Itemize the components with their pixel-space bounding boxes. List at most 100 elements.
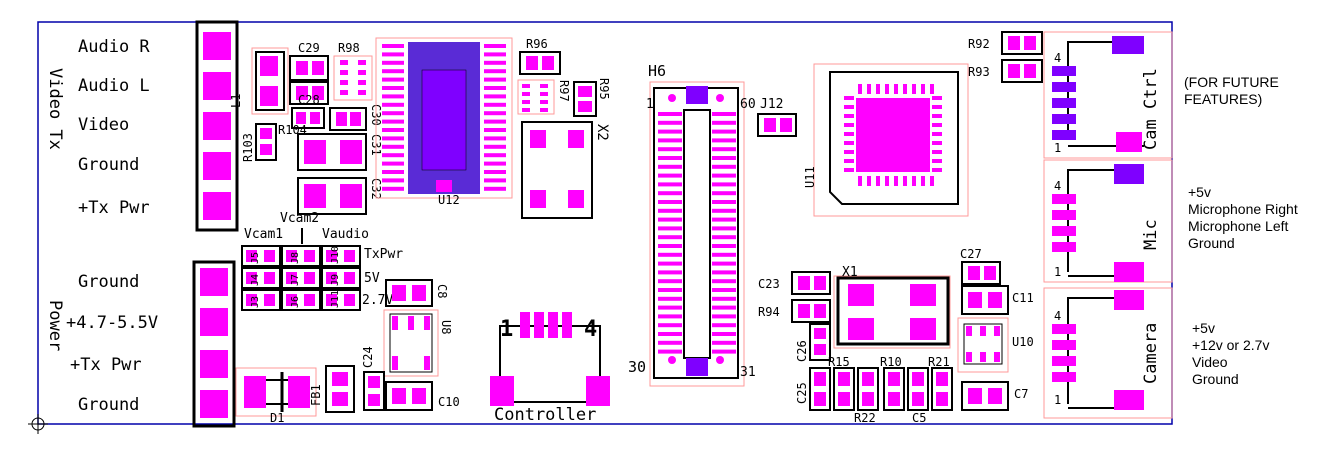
u11-pin xyxy=(932,123,942,127)
u11-chip xyxy=(813,63,969,217)
u12-pin xyxy=(382,69,404,74)
part-label-r10: R10 xyxy=(880,355,902,369)
u11-pin xyxy=(932,141,942,145)
h6-pin xyxy=(712,314,736,319)
u12-pin xyxy=(484,186,506,191)
d1-diode xyxy=(235,367,317,417)
u11-pin xyxy=(844,150,854,154)
part-label-fb1: FB1 xyxy=(309,384,323,406)
mic-connector xyxy=(1043,159,1173,283)
u11-pin xyxy=(867,176,871,186)
h6-pin xyxy=(658,191,682,196)
controller-pin-last: 4 xyxy=(584,317,597,342)
h6-pin xyxy=(658,112,682,116)
h6-pin xyxy=(658,235,682,240)
c28-capacitor xyxy=(289,81,329,105)
u11-pin xyxy=(885,176,889,186)
jumper-pad xyxy=(344,272,355,284)
c7-capacitor xyxy=(961,381,1009,411)
jumper-label: J5 xyxy=(250,252,261,264)
h6-pin xyxy=(712,235,736,240)
u12-pin xyxy=(382,60,404,65)
h6-pin xyxy=(658,332,682,336)
h6-pin xyxy=(712,332,736,336)
camera-note: +5v +12v or 2.7v Video Ground xyxy=(1192,320,1322,388)
r93-resistor xyxy=(1001,59,1043,83)
l1-inductor xyxy=(251,47,289,115)
u12-pin xyxy=(382,128,404,132)
jumper xyxy=(281,245,321,267)
h6-pin xyxy=(712,340,736,345)
u12-pin xyxy=(382,94,404,99)
origin-marker xyxy=(28,414,48,434)
u11-pin xyxy=(932,96,942,100)
u12-pin xyxy=(382,186,404,191)
part-label-r95: R95 xyxy=(597,78,611,100)
controller-connector xyxy=(490,312,610,406)
j12-header xyxy=(757,113,797,137)
u12-pin xyxy=(382,170,404,174)
h6-pin xyxy=(712,296,736,301)
h6-pin xyxy=(658,288,682,292)
video-tx-pin-label: Video xyxy=(78,115,129,135)
jumper-pad xyxy=(344,294,355,306)
power-connector xyxy=(192,260,236,428)
u12-pin xyxy=(484,86,506,90)
part-label-c8: C8 xyxy=(435,284,449,298)
part-label-c7: C7 xyxy=(1014,387,1028,401)
jumper-label: J11 xyxy=(330,290,341,308)
h6-pin xyxy=(712,261,736,266)
u11-pin xyxy=(932,114,942,118)
video-tx-pin-label: Audio R xyxy=(78,37,150,57)
rail-label-5v: 5V xyxy=(364,271,380,286)
u11-pin xyxy=(867,84,871,94)
controller-pin-first: 1 xyxy=(500,317,513,342)
h6-pin xyxy=(712,182,736,187)
h6-pin xyxy=(658,120,682,125)
u11-pin xyxy=(921,176,925,186)
power-pin-label: +4.7-5.5V xyxy=(66,313,158,333)
part-label-c10: C10 xyxy=(438,395,460,409)
u12-pin xyxy=(484,111,506,116)
power-pin-label: +Tx Pwr xyxy=(70,355,142,375)
note-line: FEATURES) xyxy=(1184,91,1263,107)
u12-pin xyxy=(484,44,506,48)
u11-pin xyxy=(885,84,889,94)
u12-pin xyxy=(484,77,506,82)
u12-chip xyxy=(375,37,513,199)
u11-pin xyxy=(876,176,880,186)
h6-pin xyxy=(712,138,736,143)
h6-pin xyxy=(712,156,736,160)
part-label-c25: C25 xyxy=(795,382,809,404)
jumper-label: J8 xyxy=(290,252,301,264)
part-label-r98: R98 xyxy=(338,41,360,55)
jumper-label: J10 xyxy=(330,246,341,264)
u8-regulator xyxy=(383,309,439,377)
h6-pin xyxy=(712,120,736,125)
mic-pin-top: 4 xyxy=(1054,179,1061,193)
u11-pin xyxy=(844,96,854,100)
r104-resistor xyxy=(291,107,325,129)
jumper-pad xyxy=(264,272,275,284)
cam-ctrl-title: Cam Ctrl xyxy=(1141,68,1161,150)
video-tx-pin-label: Ground xyxy=(78,155,139,175)
mic-title: Mic xyxy=(1141,219,1161,250)
h6-pin xyxy=(658,349,682,354)
h6-pin xyxy=(712,173,736,178)
u12-pin xyxy=(484,153,506,158)
u11-pin xyxy=(858,176,862,186)
part-label-u12: U12 xyxy=(438,193,460,207)
part-label-c29: C29 xyxy=(298,41,320,55)
note-line: Microphone Right xyxy=(1188,201,1298,217)
video-tx-title: Video Tx xyxy=(45,68,65,150)
u11-pin xyxy=(894,176,898,186)
h6-pin xyxy=(658,217,682,222)
u11-pin xyxy=(912,176,916,186)
u11-pin xyxy=(932,159,942,163)
h6-pin xyxy=(712,226,736,231)
camera-title: Camera xyxy=(1141,323,1161,384)
h6-pin xyxy=(658,296,682,301)
h6-pin xyxy=(658,323,682,328)
part-label-c11: C11 xyxy=(1012,291,1034,305)
u12-pin xyxy=(382,161,404,166)
